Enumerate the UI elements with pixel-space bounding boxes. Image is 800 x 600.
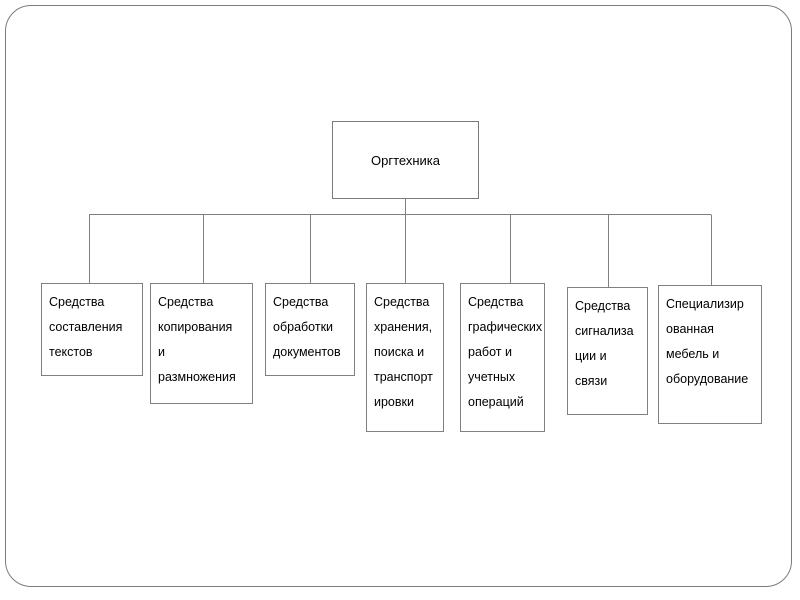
node-child-1-label: Средства составления текстов <box>49 295 123 359</box>
node-child-4[interactable]: Средства хранения, поиска и транспорт ир… <box>366 283 444 432</box>
node-child-5[interactable]: Средства графических работ и учетных опе… <box>460 283 545 432</box>
node-child-7[interactable]: Специализир ованная мебель и оборудовани… <box>658 285 762 424</box>
node-child-1[interactable]: Средства составления текстов <box>41 283 143 376</box>
node-child-6-label: Средства сигнализа ции и связи <box>575 299 634 388</box>
node-child-5-label: Средства графических работ и учетных опе… <box>468 295 543 409</box>
node-child-2[interactable]: Средства копирования и размножения <box>150 283 253 404</box>
node-child-3-label: Средства обработки документов <box>273 295 341 359</box>
node-child-3[interactable]: Средства обработки документов <box>265 283 355 376</box>
node-root[interactable]: Оргтехника <box>332 121 479 199</box>
node-child-6[interactable]: Средства сигнализа ции и связи <box>567 287 648 415</box>
node-child-4-label: Средства хранения, поиска и транспорт ир… <box>374 295 433 409</box>
node-child-7-label: Специализир ованная мебель и оборудовани… <box>666 297 749 386</box>
node-child-2-label: Средства копирования и размножения <box>158 295 236 384</box>
node-root-label: Оргтехника <box>371 153 440 168</box>
